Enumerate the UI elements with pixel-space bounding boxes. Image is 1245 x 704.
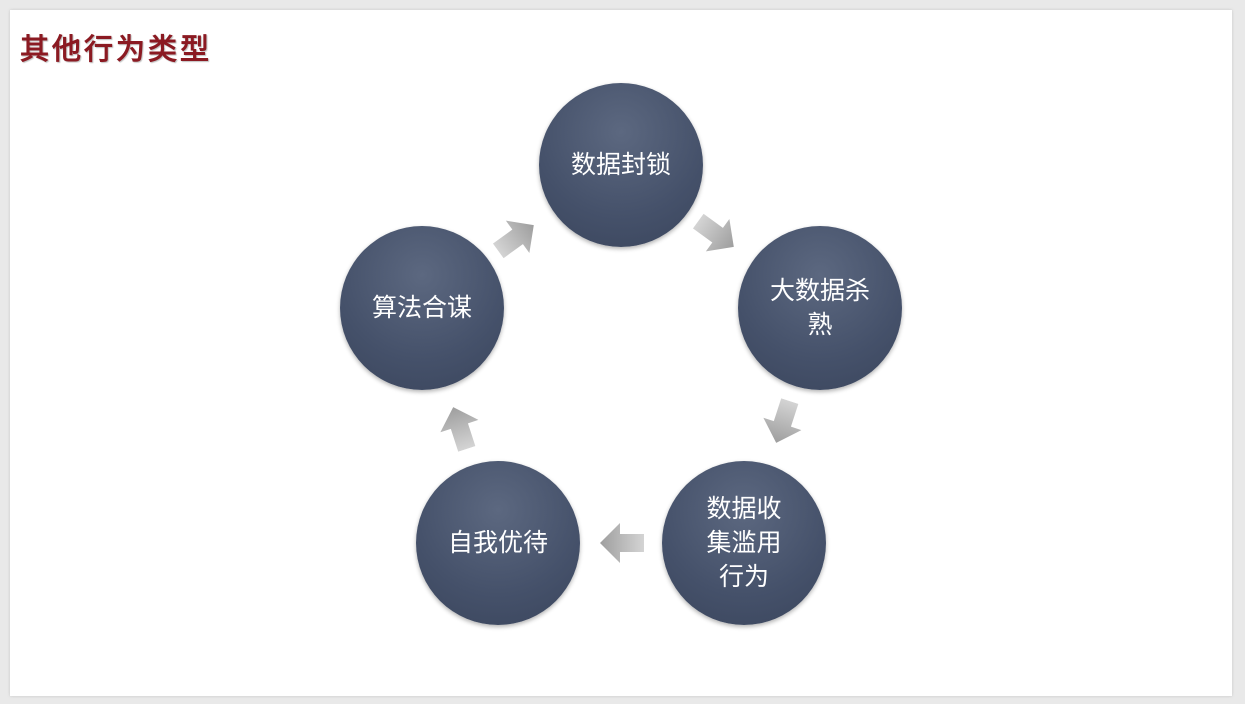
node-label: 数据收集滥用行为 xyxy=(706,494,782,591)
node-label: 算法合谋 xyxy=(371,293,472,322)
arrow-icon xyxy=(763,398,802,443)
node-label: 大数据杀熟 xyxy=(769,276,870,339)
slide-title: 其他行为类型 xyxy=(20,32,213,66)
node-algorithmic-collusion: 算法合谋 xyxy=(340,226,504,390)
arrow-icon xyxy=(692,213,734,252)
arrow-icon xyxy=(600,523,644,563)
arrow-icon xyxy=(492,220,534,259)
slide: 其他行为类型 数据封锁 大数据杀熟 数据收集滥用行为 自我优待 算法合谋 xyxy=(10,10,1232,696)
node-label: 数据封锁 xyxy=(570,150,671,179)
node-self-preferencing: 自我优待 xyxy=(416,461,580,625)
node-data-blocking: 数据封锁 xyxy=(539,83,703,247)
arrow-icon xyxy=(440,407,479,452)
node-data-collection-abuse: 数据收集滥用行为 xyxy=(662,461,826,625)
node-big-data-price-discrimination: 大数据杀熟 xyxy=(738,226,902,390)
node-label: 自我优待 xyxy=(447,528,548,557)
